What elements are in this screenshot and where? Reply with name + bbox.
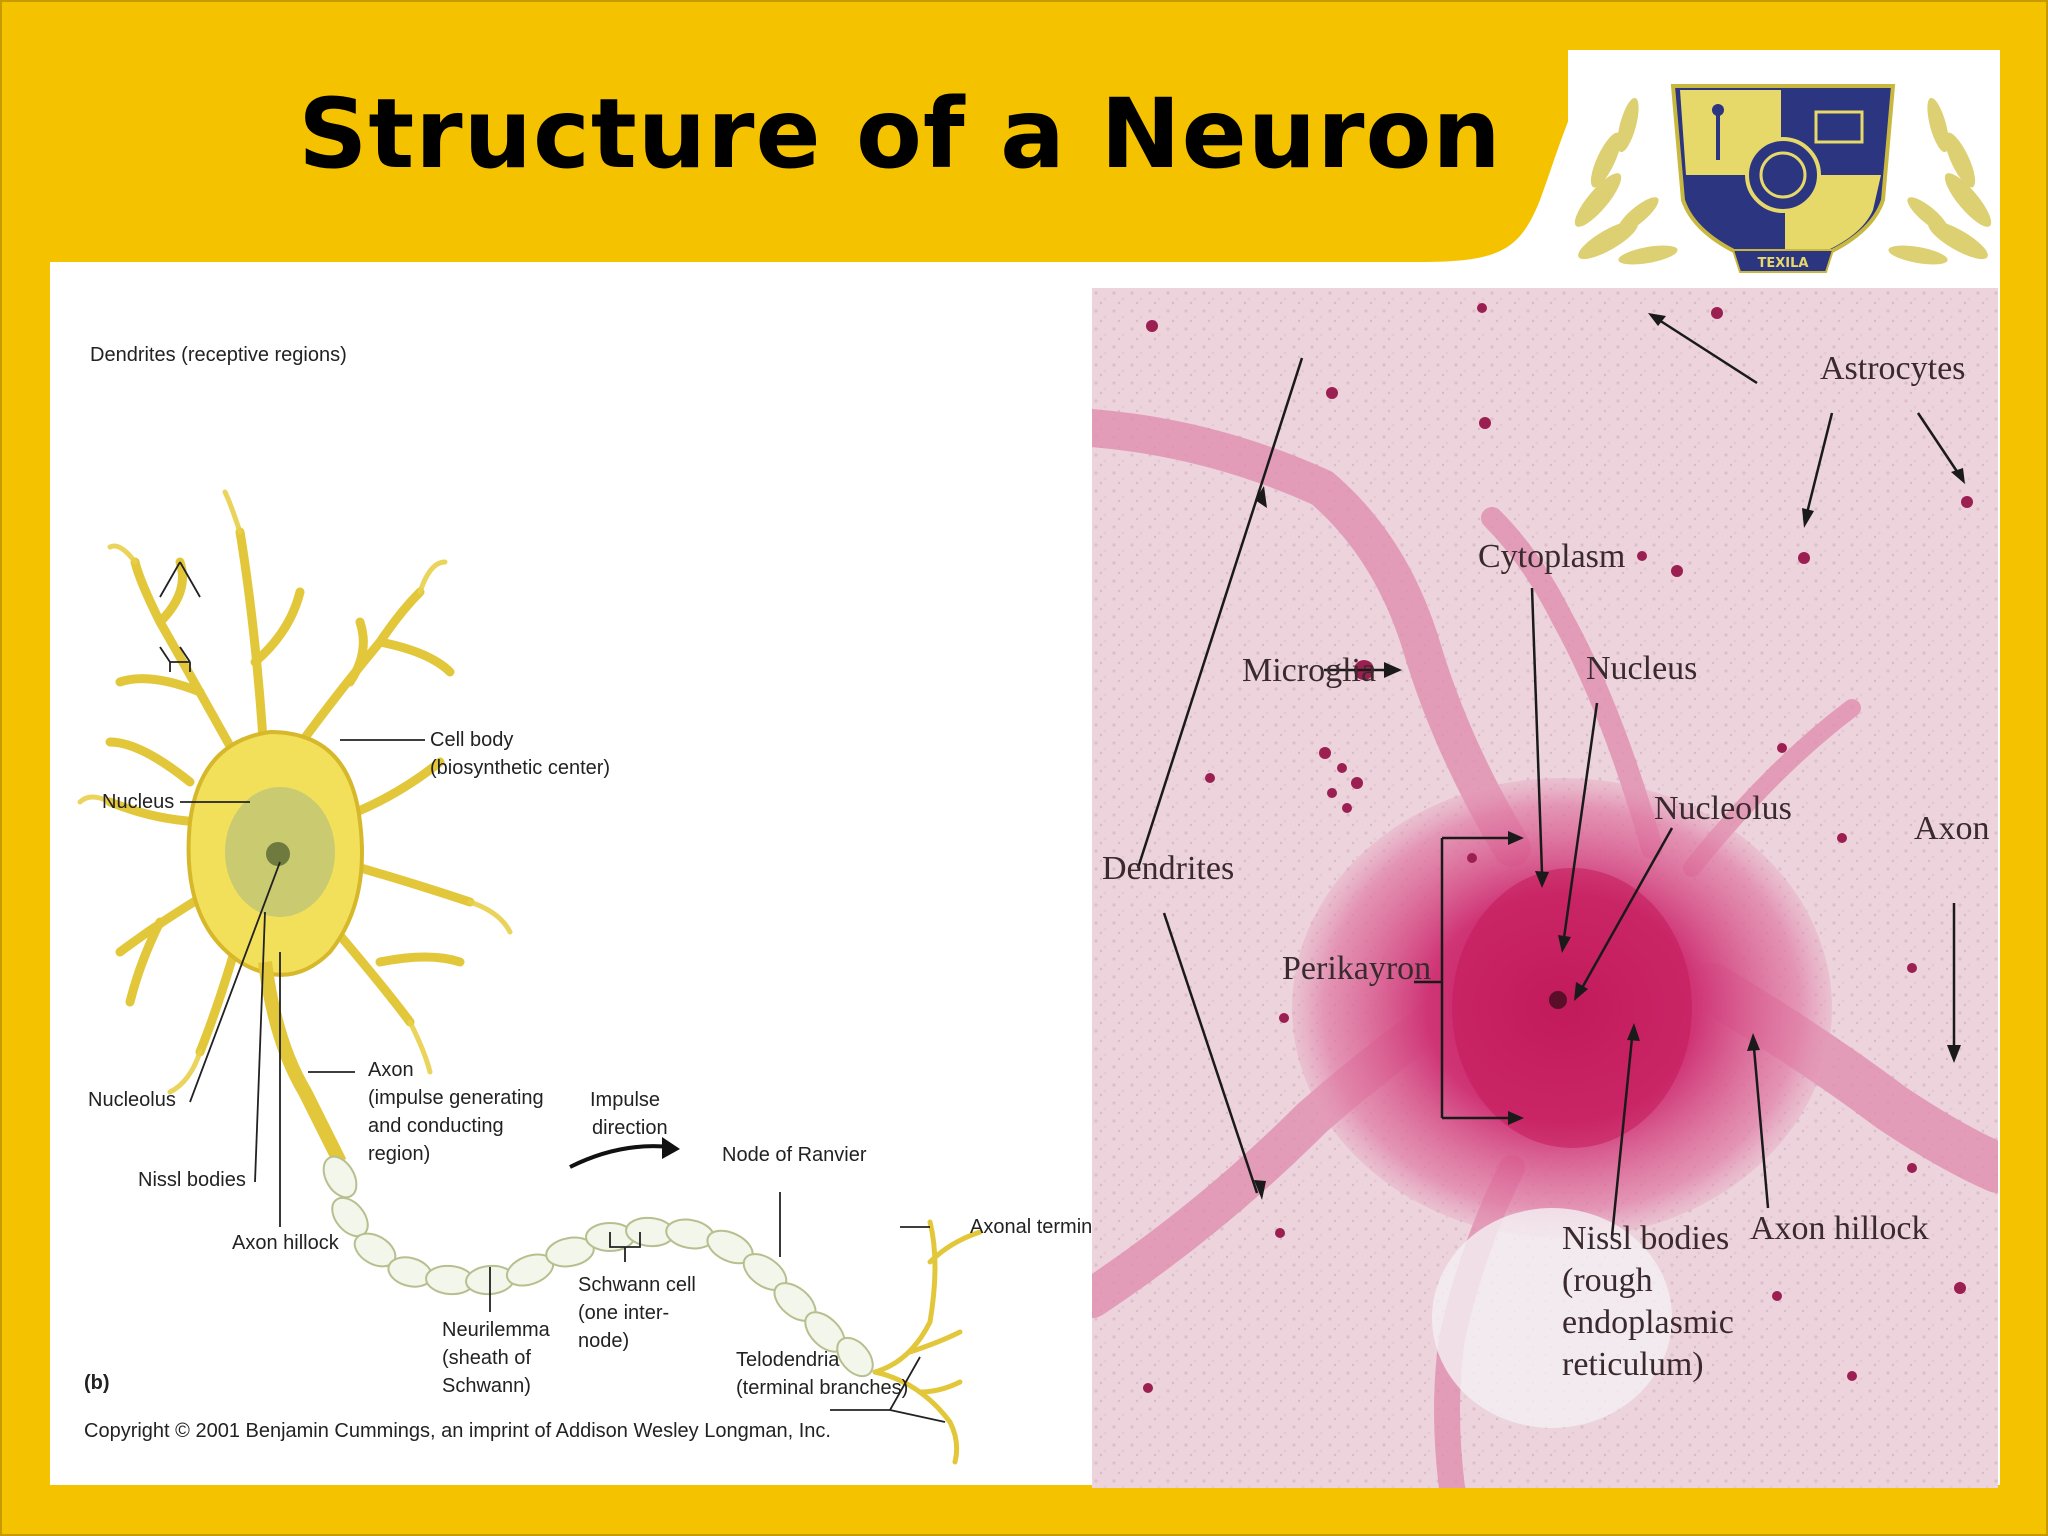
label-schwann-desc-1: (one inter- — [578, 1302, 670, 1324]
telodendria-drawing — [872, 1219, 983, 1465]
neuron-micrograph: Astrocytes Cytoplasm Microglia Nucleus N… — [1092, 288, 1998, 1488]
neuron-diagram: Dendrites (receptive regions) Cell body … — [50, 262, 1108, 1485]
label-nissl-desc-3: reticulum) — [1562, 1346, 1704, 1383]
myelin-sheath-drawing — [322, 1155, 874, 1378]
logo-panel: TEXILA — [1568, 50, 1998, 288]
label-microglia: Microglia — [1242, 652, 1377, 689]
label-axonal-terminal: Axonal terminal — [970, 1216, 1108, 1238]
label-nissl-desc-2: endoplasmic — [1562, 1304, 1734, 1341]
label-axon-hillock: Axon hillock — [232, 1232, 339, 1254]
label-impulse-direction: direction — [592, 1117, 668, 1139]
slide-title: Structure of a Neuron — [298, 78, 1502, 190]
laurel-left-icon — [1574, 97, 1678, 265]
label-axon: Axon — [368, 1059, 414, 1081]
label-panel-letter: (b) — [84, 1372, 110, 1394]
nucleolus-stain — [1549, 991, 1567, 1009]
micrograph-image — [1092, 288, 1998, 1488]
label-cell-body: Cell body — [430, 729, 514, 751]
label-neurilemma: Neurilemma — [442, 1319, 550, 1341]
label-neurilemma-desc-2: Schwann) — [442, 1375, 531, 1397]
label-nucleolus: Nucleolus — [1654, 790, 1792, 827]
label-axon-desc-3: region) — [368, 1143, 431, 1165]
label-telodendria: Telodendria — [736, 1349, 840, 1371]
label-axon-desc-1: (impulse generating — [368, 1087, 544, 1109]
label-cell-body-desc: (biosynthetic center) — [430, 757, 611, 779]
micrograph-annotation-lines — [1136, 318, 1960, 1237]
label-neurilemma-desc-1: (sheath of — [442, 1347, 531, 1369]
glial-cells — [1143, 303, 1973, 1393]
axon-drawing — [258, 961, 347, 1166]
label-nucleus: Nucleus — [1586, 650, 1698, 687]
micrograph-arrowheads — [1254, 313, 1965, 1200]
label-telodendria-desc: (terminal branches) — [736, 1377, 909, 1399]
nucleolus-drawing — [266, 842, 290, 866]
label-nissl-bodies: Nissl bodies — [1562, 1220, 1730, 1257]
label-cytoplasm: Cytoplasm — [1478, 538, 1626, 575]
crest-shield-icon — [1670, 84, 1896, 273]
label-impulse: Impulse — [590, 1089, 661, 1111]
label-nissl-desc-1: (rough — [1562, 1262, 1653, 1299]
label-schwann-desc-2: node) — [578, 1330, 630, 1352]
label-axon-hillock: Axon hillock — [1750, 1210, 1929, 1247]
label-dendrites: Dendrites — [1102, 850, 1235, 887]
neuron-illustration — [77, 489, 983, 1465]
texila-crest-logo: TEXILA — [1574, 84, 1992, 273]
label-astrocytes: Astrocytes — [1820, 350, 1966, 387]
label-dendrites: Dendrites (receptive regions) — [90, 344, 347, 366]
crest-banner-text: TEXILA — [1758, 256, 1809, 271]
diagram-leader-lines — [159, 561, 946, 1423]
label-perikayron: Perikayron — [1282, 950, 1432, 987]
impulse-direction-arrow — [569, 1144, 671, 1169]
crest-banner — [1731, 249, 1835, 273]
label-node-of-ranvier: Node of Ranvier — [722, 1144, 867, 1166]
label-nucleolus: Nucleolus — [88, 1089, 176, 1111]
label-axon-desc-2: and conducting — [368, 1115, 504, 1137]
label-axon: Axon — [1914, 810, 1990, 847]
diagram-copyright: Copyright © 2001 Benjamin Cummings, an i… — [84, 1420, 831, 1442]
laurel-right-icon — [1888, 97, 1992, 265]
label-nucleus: Nucleus — [102, 791, 175, 813]
label-schwann-cell: Schwann cell — [578, 1274, 696, 1296]
label-nissl-bodies: Nissl bodies — [138, 1169, 246, 1191]
